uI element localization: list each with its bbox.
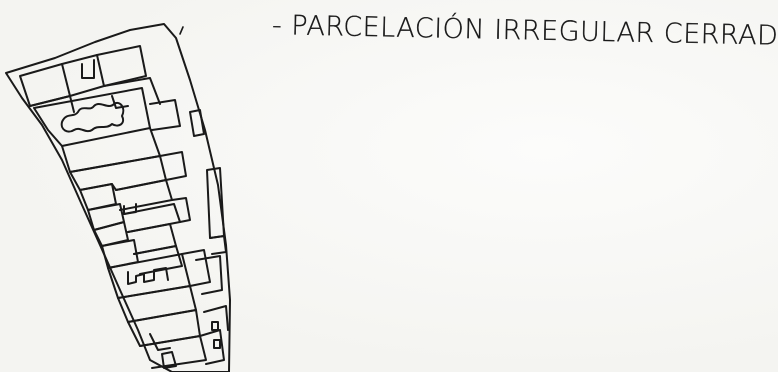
parcel-group-middle (61, 99, 191, 275)
stray-pen-mark (179, 26, 184, 35)
parcel-courtyard (33, 87, 151, 147)
patio-wavy (60, 102, 125, 133)
parcel-group-north (19, 45, 161, 113)
parcel-group-south (107, 249, 229, 369)
parcel-east-strip (189, 109, 227, 255)
block-outline (5, 23, 231, 372)
